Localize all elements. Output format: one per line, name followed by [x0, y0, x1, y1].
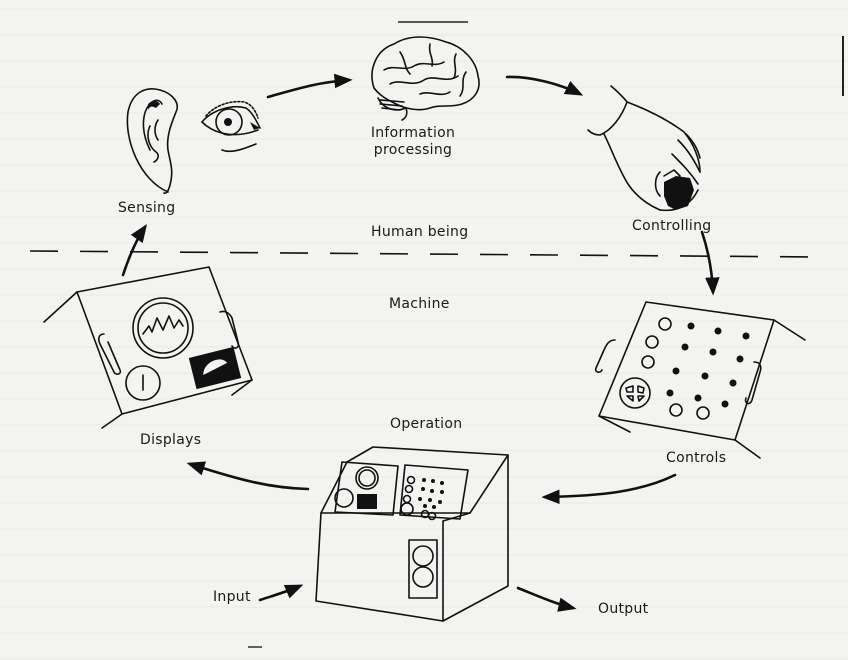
arrow-operation-to-displays: [186, 461, 310, 491]
hand-icon: [587, 85, 701, 212]
arrow-output: [516, 586, 577, 612]
label-controls: Controls: [666, 450, 727, 466]
label-sensing: Sensing: [118, 200, 176, 216]
label-controlling: Controlling: [632, 218, 712, 234]
arrow-processing-to-controlling: [505, 75, 584, 96]
brain-icon: [371, 36, 480, 121]
arrow-sensing-to-processing: [266, 73, 353, 99]
label-information-line2: processing: [373, 142, 453, 158]
ear-icon: [126, 88, 178, 195]
label-operation: Operation: [390, 416, 463, 432]
human-machine-divider: [29, 250, 821, 258]
label-information-processing: Information processing: [368, 125, 458, 159]
arrow-controls-to-operation: [541, 473, 677, 505]
control-panel-icon: [594, 301, 806, 459]
label-machine: Machine: [389, 296, 450, 312]
label-displays: Displays: [140, 432, 202, 448]
label-human-being: Human being: [371, 224, 469, 240]
label-output: Output: [598, 601, 649, 617]
arrow-displays-to-sensing: [121, 224, 148, 277]
label-information-line1: Information: [370, 125, 456, 141]
label-input: Input: [213, 589, 251, 605]
arrow-controlling-to-controls: [700, 230, 720, 296]
arrow-input: [258, 584, 304, 602]
machine-console-icon: [315, 446, 509, 622]
display-panel-icon: [43, 266, 253, 429]
eye-icon: [201, 100, 261, 153]
